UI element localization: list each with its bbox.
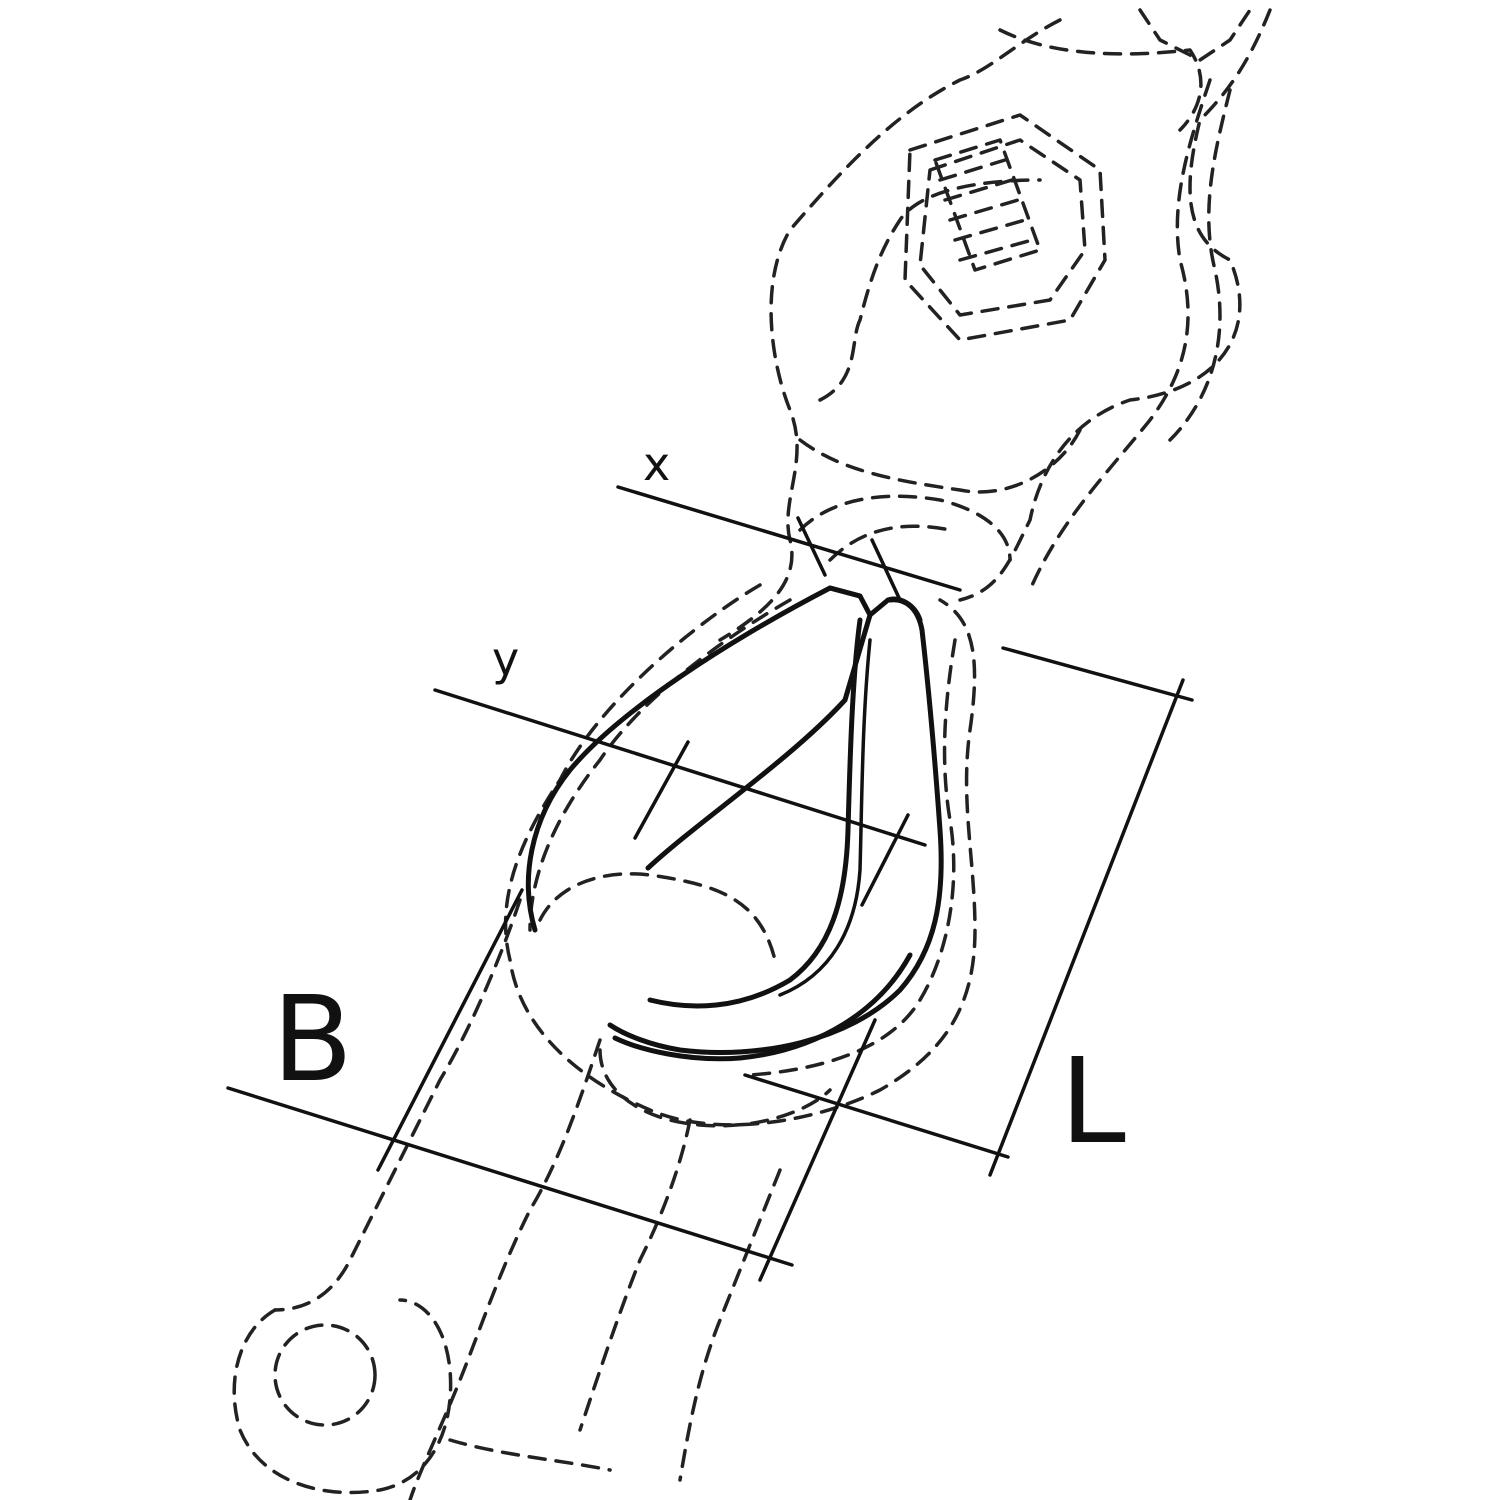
eye-end-hole [273, 1323, 377, 1427]
rope-around-thimble-inner [528, 598, 792, 932]
clip-inner-2 [798, 428, 1082, 494]
dimension-y-tick-2 [860, 813, 910, 907]
dimension-B [226, 888, 877, 1282]
label-B: B [272, 970, 353, 1108]
threaded-stud [933, 138, 1042, 272]
thimble-inner-right [647, 617, 863, 1009]
dimension-y [433, 688, 927, 907]
clip-body-outline-2 [958, 8, 1272, 602]
rope-strand-1 [1028, 78, 1212, 592]
dimension-L [743, 646, 1194, 1177]
thimble [525, 585, 944, 1062]
thimble-outer-edge [525, 585, 863, 933]
thimble-outer-right [607, 597, 944, 1055]
dimension-x-line [616, 485, 962, 592]
dimension-y-tick-1 [633, 740, 690, 840]
rope-lower-circle [598, 1048, 832, 1128]
hex-nut [903, 113, 1107, 342]
lower-rope-right [408, 1038, 602, 1500]
thimble-throat-right [885, 596, 923, 623]
thimble-inner-rim [778, 638, 872, 997]
clip-saddle-2 [1138, 8, 1252, 62]
label-L: L [1060, 1032, 1126, 1170]
hex-nut-inner [918, 138, 1087, 317]
dimension-L-line [988, 678, 1185, 1177]
thread-lines [938, 158, 1034, 262]
clip-jaw [798, 494, 1012, 562]
dimension-x-tick-1 [796, 516, 827, 577]
rope-around-thimble [503, 583, 977, 1127]
dimension-y-line [433, 688, 927, 847]
clip-inner [818, 178, 1042, 402]
rope-loop-section [538, 872, 777, 962]
lower-band [448, 1438, 612, 1472]
clip-body-outline [718, 18, 1062, 642]
dimension-B-ext-right [758, 1018, 877, 1282]
clip-saddle [998, 28, 1203, 132]
lower-shackle-right-2 [578, 1118, 692, 1432]
label-x: x [643, 437, 670, 491]
thimble-inner-left [645, 597, 891, 871]
dimension-B-ext-left [376, 888, 524, 1172]
eye-end-outer [232, 1298, 453, 1495]
dimension-L-top-ext [1001, 646, 1194, 702]
dimension-x [616, 485, 962, 602]
dimension-x-tick-2 [870, 538, 902, 602]
thimble-throat-left [827, 585, 873, 618]
dimension-L-bottom-ext [743, 1073, 1010, 1159]
clip-jaw-2 [828, 524, 952, 562]
rope-strand-2 [1168, 88, 1232, 442]
rope-around-thimble-inner-2 [748, 638, 957, 1077]
lower-shackle-right [678, 1168, 782, 1482]
dashed-context [232, 8, 1272, 1500]
thimble-outer-rim [612, 952, 913, 1062]
dimension-B-line [226, 1086, 794, 1267]
label-y: y [492, 632, 519, 686]
